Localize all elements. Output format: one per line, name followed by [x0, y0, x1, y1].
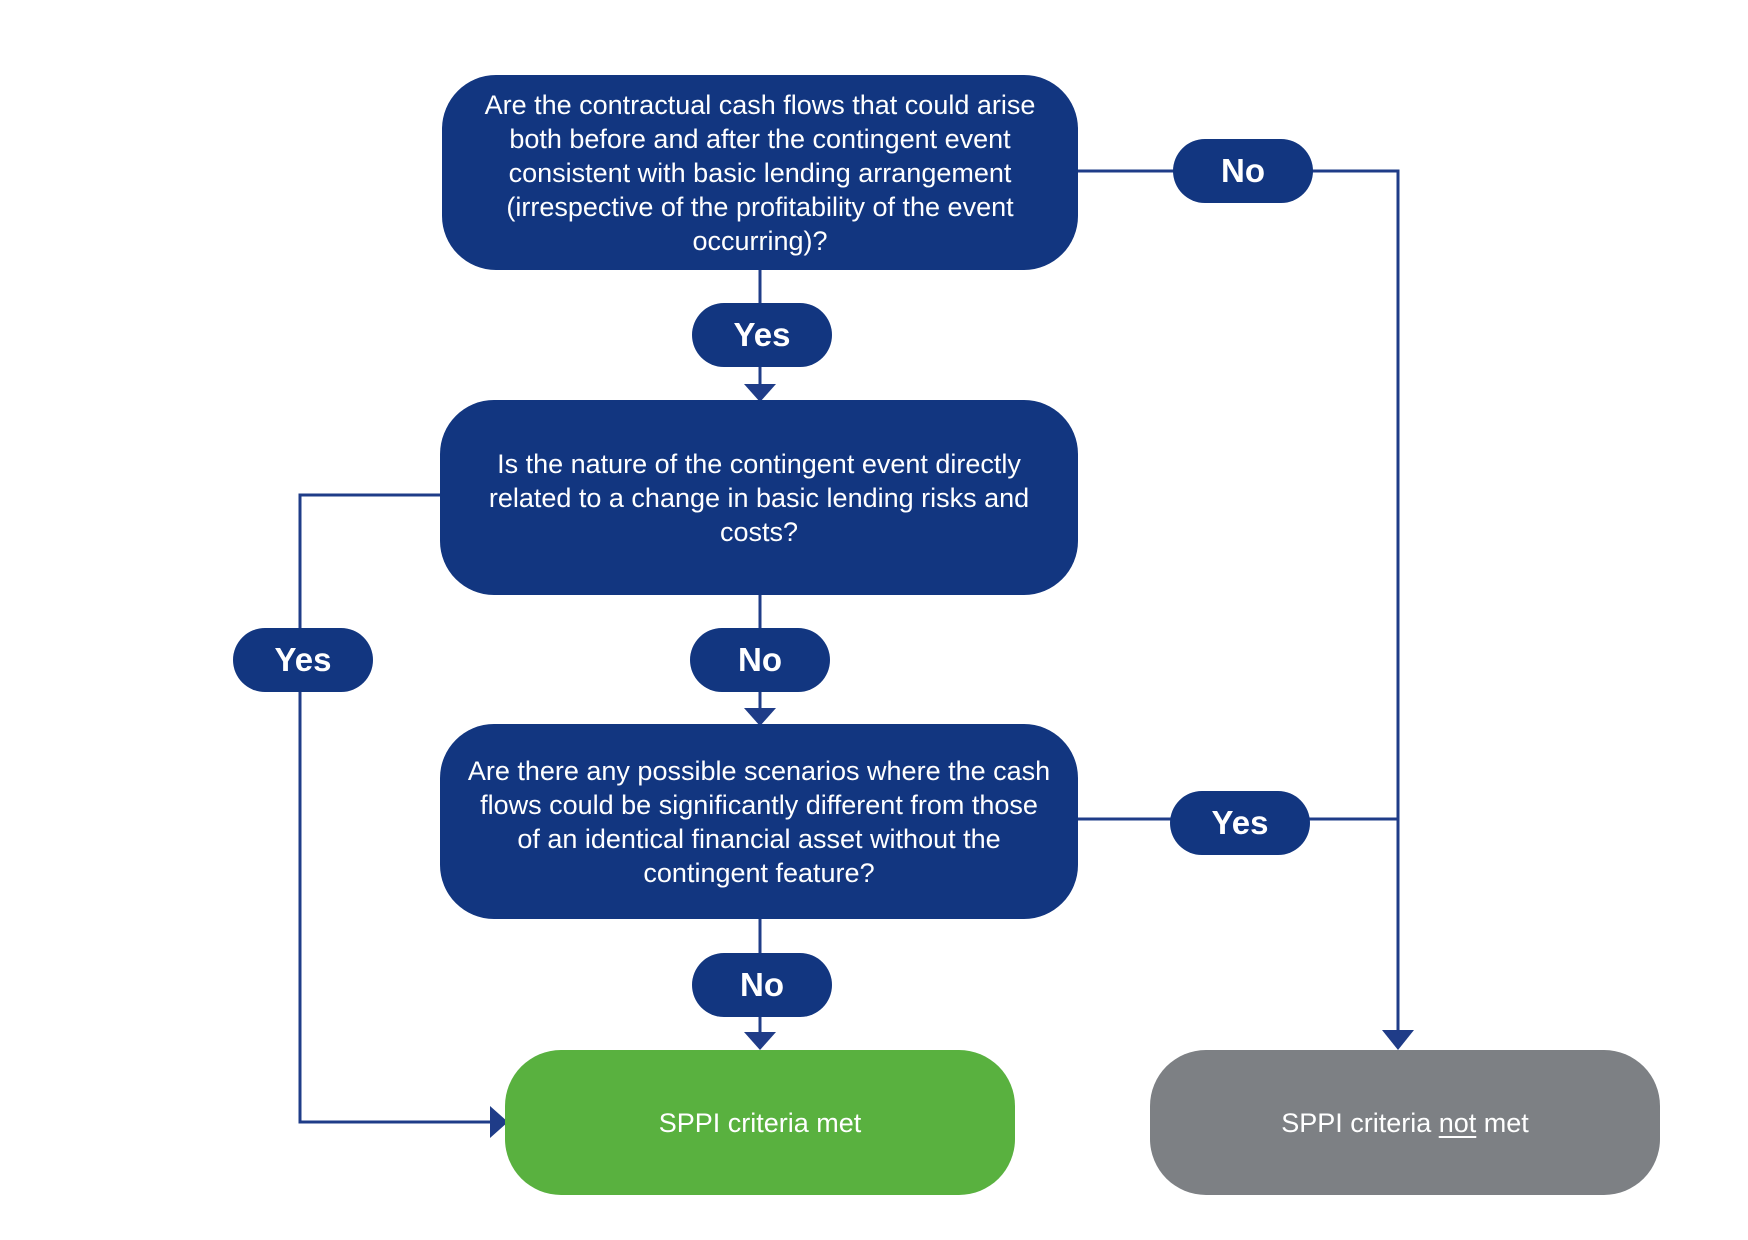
- arrowhead-to-q2: [744, 384, 776, 402]
- decision-box-q1: Are the contractual cash flows that coul…: [442, 75, 1078, 270]
- answer-pill-q2-no: No: [690, 628, 830, 692]
- decision-box-q2: Is the nature of the contingent event di…: [440, 400, 1078, 595]
- decision-box-q3: Are there any possible scenarios where t…: [440, 724, 1078, 919]
- answer-pill-q3-no: No: [692, 953, 832, 1017]
- arrowhead-to-met-top: [744, 1032, 776, 1050]
- connector-q2-yes: [298, 493, 490, 1124]
- decision-text-q1: Are the contractual cash flows that coul…: [484, 89, 1036, 256]
- arrowhead-to-not-met: [1382, 1030, 1414, 1050]
- arrowhead-to-q3: [744, 708, 776, 726]
- answer-pill-q1-yes: Yes: [692, 303, 832, 367]
- not-emphasis: not: [1438, 1107, 1477, 1138]
- answer-pill-q1-no: No: [1173, 139, 1313, 203]
- outcome-met-label: SPPI criteria met: [658, 1107, 862, 1138]
- answer-pill-q3-yes: Yes: [1170, 791, 1310, 855]
- outcome-sppi-not-met: SPPI criteria not met: [1150, 1050, 1660, 1195]
- decision-text-q2: Is the nature of the contingent event di…: [488, 448, 1030, 547]
- answer-pill-q2-yes: Yes: [233, 628, 373, 692]
- outcome-not-met-label: SPPI criteria not met: [1281, 1107, 1529, 1138]
- connector-q1-no: [1078, 169, 1400, 1030]
- arrowhead-to-met-left: [490, 1106, 508, 1138]
- decision-text-q3: Are there any possible scenarios where t…: [467, 755, 1051, 888]
- outcome-sppi-met: SPPI criteria met: [505, 1050, 1015, 1195]
